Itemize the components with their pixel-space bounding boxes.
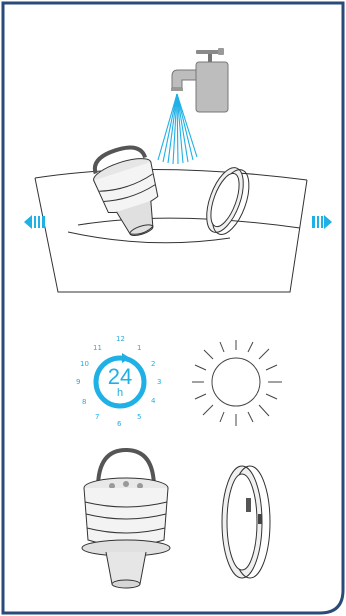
wash-bowl	[35, 169, 307, 292]
filter-cup-upright	[70, 448, 180, 598]
clock-number-6: 6	[117, 421, 121, 428]
sun-icon	[183, 336, 293, 436]
clock-number-9: 9	[76, 379, 80, 386]
clock-number-2: 2	[151, 361, 155, 368]
water-stream	[158, 94, 197, 164]
lid-icon	[199, 163, 256, 239]
washing-scene	[0, 0, 346, 330]
lid-upright	[210, 458, 280, 588]
clock-number-12: 12	[116, 336, 125, 343]
clock-number-11: 11	[93, 345, 102, 352]
arrow-left-icon	[24, 215, 45, 229]
clock-number-7: 7	[95, 414, 99, 421]
clock-number-1: 1	[137, 345, 141, 352]
arrow-right-icon	[312, 215, 332, 229]
clock-hours: 24	[106, 366, 134, 388]
clock-number-4: 4	[151, 398, 155, 405]
clock-unit: h	[114, 388, 126, 399]
clock-number-5: 5	[137, 414, 141, 421]
clock-number-10: 10	[80, 361, 89, 368]
clock-number-3: 3	[157, 379, 161, 386]
clock-number-8: 8	[82, 399, 86, 406]
